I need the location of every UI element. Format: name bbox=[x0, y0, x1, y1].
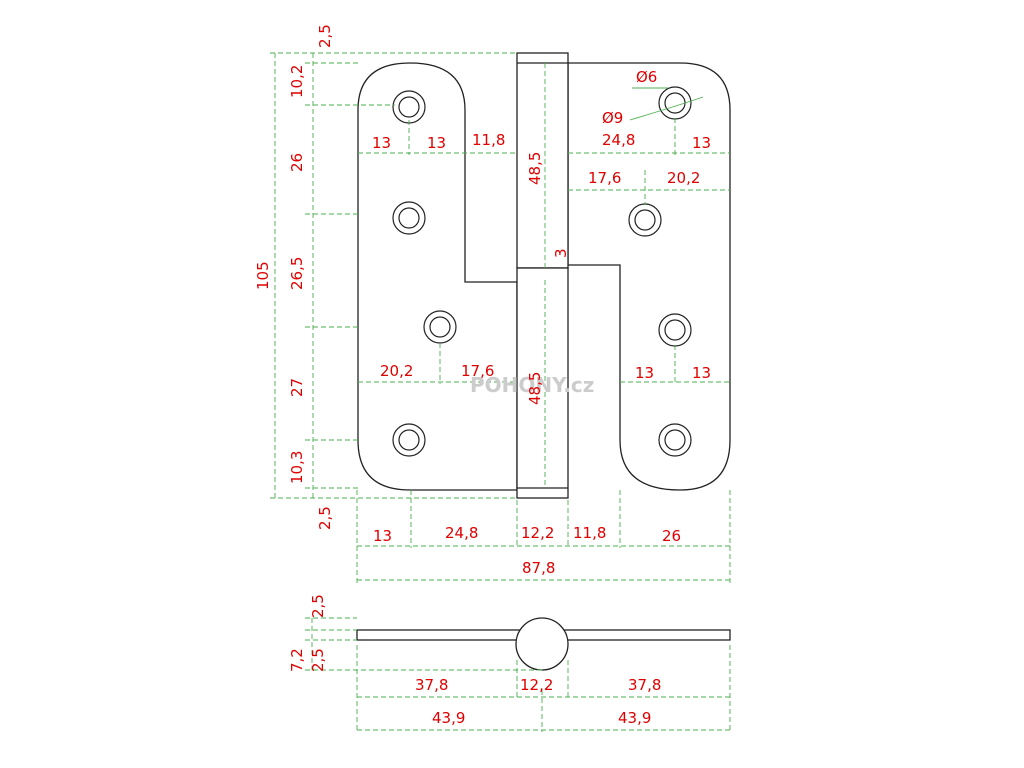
dim-side-bottom-thick: 2,5 bbox=[309, 648, 327, 672]
dim-v-fifth: 10,3 bbox=[288, 451, 306, 484]
side-view bbox=[305, 617, 731, 732]
dim-v-second: 26 bbox=[288, 153, 306, 172]
hole bbox=[392, 90, 426, 124]
dim-lr-left: 13 bbox=[635, 364, 654, 382]
dim-side-left-leaf: 37,8 bbox=[415, 676, 448, 694]
dim-side-knuckle: 12,2 bbox=[520, 676, 553, 694]
dim-v-third: 26,5 bbox=[288, 257, 306, 290]
front-view bbox=[357, 52, 731, 499]
dim-side-right-half: 43,9 bbox=[618, 709, 651, 727]
side-left-leaf bbox=[356, 629, 528, 641]
dim-l-edge-hole: 13 bbox=[372, 134, 391, 152]
dim-b-d: 11,8 bbox=[573, 524, 606, 542]
dim-b-c: 12,2 bbox=[521, 524, 554, 542]
dim-r-upper-left: 17,6 bbox=[588, 169, 621, 187]
dim-lr-right: 13 bbox=[692, 364, 711, 382]
dim-side-left-half: 43,9 bbox=[432, 709, 465, 727]
dim-v-first: 10,2 bbox=[288, 65, 306, 98]
hole bbox=[628, 203, 662, 237]
dim-b-a: 13 bbox=[373, 527, 392, 545]
dim-bottom-margin: 2,5 bbox=[316, 506, 334, 530]
side-labels: 2,5 7,2 2,5 37,8 12,2 37,8 43,9 43,9 bbox=[288, 594, 661, 727]
dim-ll-right: 17,6 bbox=[461, 362, 494, 380]
hole bbox=[392, 201, 426, 235]
hole bbox=[423, 310, 457, 344]
dim-total-height: 105 bbox=[254, 261, 272, 290]
dim-r-hole-edge: 13 bbox=[692, 134, 711, 152]
dim-b-total: 87,8 bbox=[522, 559, 555, 577]
dim-b-e: 26 bbox=[662, 527, 681, 545]
dim-r-inner-dia: Ø6 bbox=[636, 68, 657, 86]
dim-r-upper-right: 20,2 bbox=[667, 169, 700, 187]
knuckle-lower bbox=[516, 267, 569, 499]
dim-l-notch: 11,8 bbox=[472, 131, 505, 149]
front-dimension-lines bbox=[270, 52, 731, 585]
dim-side-right-leaf: 37,8 bbox=[628, 676, 661, 694]
dim-r-hole-offset: 24,8 bbox=[602, 131, 635, 149]
side-right-leaf bbox=[557, 629, 731, 641]
dim-side-total: 7,2 bbox=[288, 648, 306, 672]
hole bbox=[392, 423, 426, 457]
dim-top-margin: 2,5 bbox=[316, 24, 334, 48]
dim-side-top-thick: 2,5 bbox=[309, 594, 327, 618]
dim-knuckle-gap: 3 bbox=[552, 248, 570, 258]
dim-ll-left: 20,2 bbox=[380, 362, 413, 380]
knuckle-upper bbox=[516, 52, 569, 269]
watermark: POHONY.cz bbox=[470, 373, 594, 397]
dim-b-b: 24,8 bbox=[445, 524, 478, 542]
left-leaf-outline bbox=[357, 62, 518, 491]
front-labels: 2,5 10,2 26 26,5 27 10,3 2,5 105 13 13 1… bbox=[254, 24, 711, 577]
hole bbox=[658, 423, 692, 457]
dim-knuckle-upper: 48,5 bbox=[526, 152, 544, 185]
dim-r-outer-dia: Ø9 bbox=[602, 109, 623, 127]
dim-l-hole-edge: 13 bbox=[427, 134, 446, 152]
dim-knuckle-lower: 48,5 bbox=[526, 372, 544, 405]
side-knuckle bbox=[515, 617, 569, 671]
dim-v-fourth: 27 bbox=[288, 378, 306, 397]
hole bbox=[658, 313, 692, 347]
right-leaf-outline bbox=[567, 62, 731, 491]
